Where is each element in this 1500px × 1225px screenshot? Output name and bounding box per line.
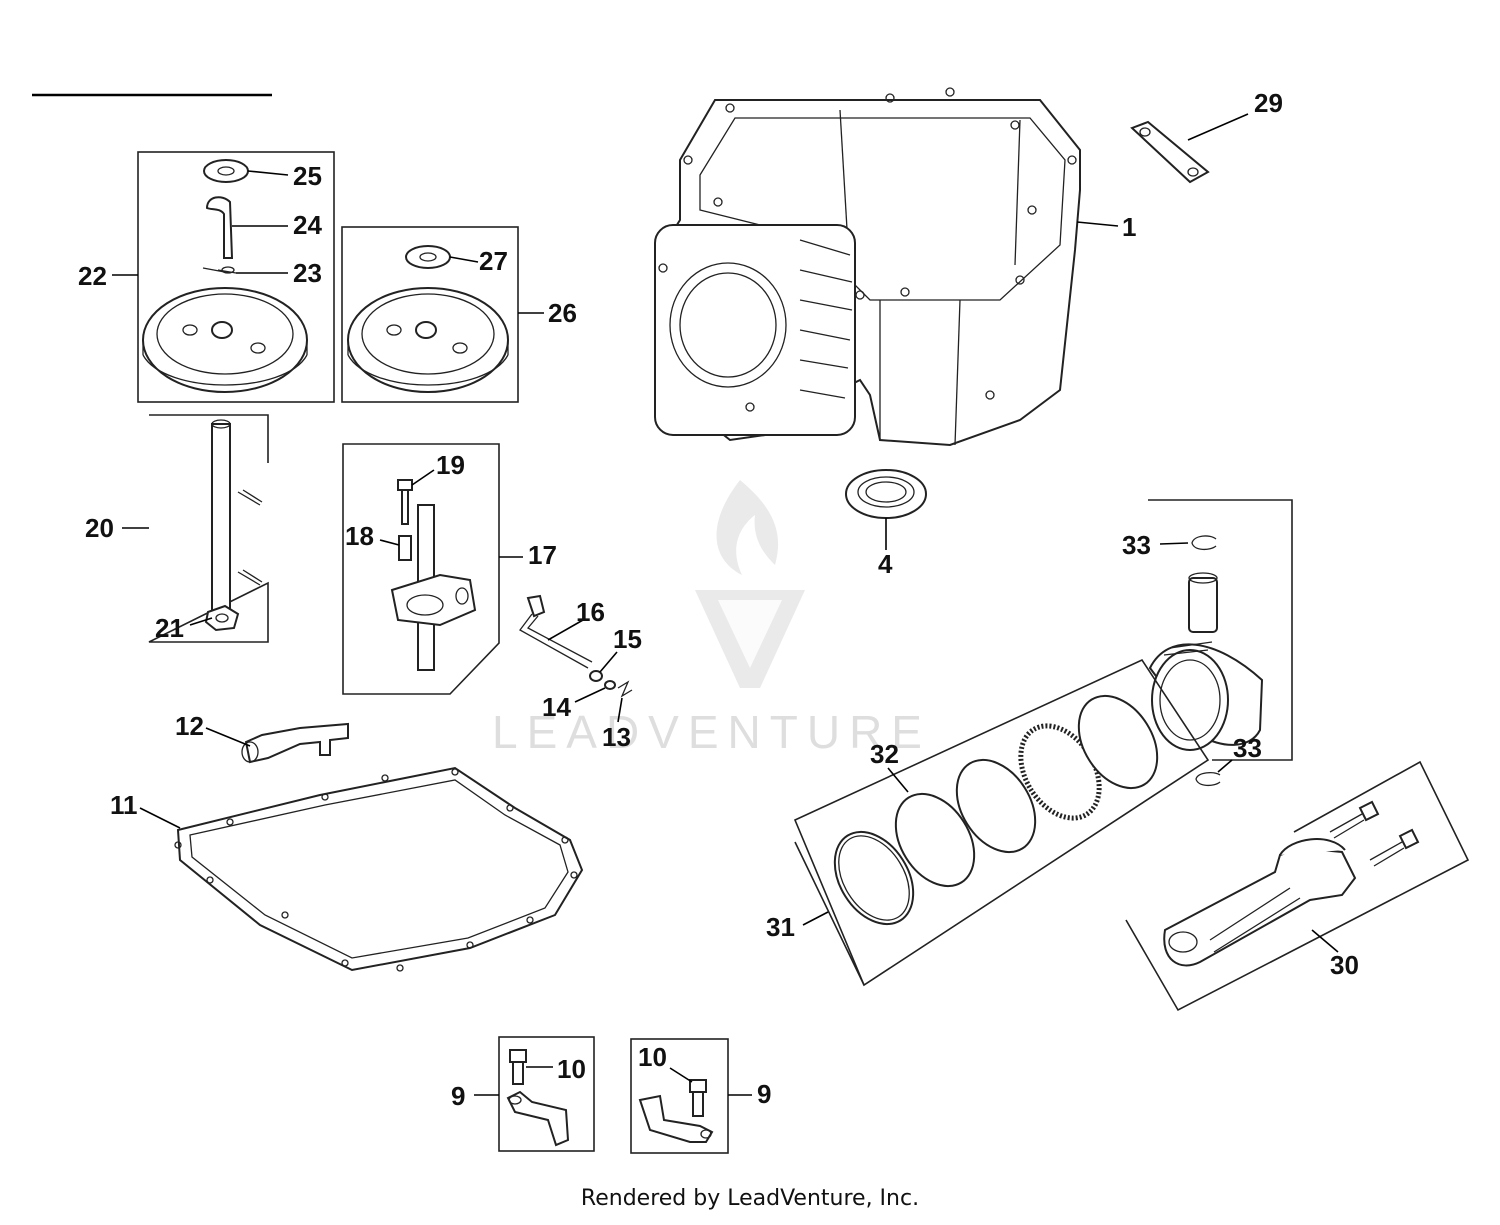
piston-part: [1148, 641, 1264, 751]
assembly-box-17: [342, 443, 500, 695]
leader-14: [574, 687, 606, 703]
callout-16: 16: [576, 597, 605, 627]
washer-27-part: [405, 245, 451, 269]
callout-4: 4: [878, 549, 893, 579]
callout-24: 24: [293, 210, 322, 240]
gasket-11-part: [174, 766, 584, 972]
assembly-box-33: [1148, 499, 1293, 761]
bracket-29-part: [1130, 120, 1210, 184]
callout-17: 17: [528, 540, 557, 570]
callout-30: 30: [1330, 950, 1359, 980]
oil-dipper-9-left-part: [506, 1090, 570, 1147]
callout-20: 20: [85, 513, 114, 543]
callout-12: 12: [175, 711, 204, 741]
callout-9-right: 9: [757, 1079, 771, 1109]
bolt-19-part: [397, 479, 413, 525]
callout-19: 19: [436, 450, 465, 480]
piston-ring-32c-part: [1077, 694, 1159, 790]
leader-12: [205, 727, 251, 747]
callout-21: 21: [155, 613, 184, 643]
piston-ring-32a-part: [894, 792, 976, 888]
circlip-33-top-part: [1191, 535, 1217, 551]
leader-25: [247, 170, 289, 176]
piston-pin-part: [1188, 572, 1218, 633]
oil-dipper-9-right-part: [638, 1094, 714, 1143]
bolt-10-right-part: [689, 1079, 707, 1117]
connecting-rod-30-part: [1163, 838, 1357, 967]
rod-bolt-b-part: [1369, 828, 1420, 867]
crankcase-part: [653, 87, 1081, 447]
assembly-box-22: [137, 151, 335, 403]
callout-13: 13: [602, 722, 631, 752]
callout-32: 32: [870, 739, 899, 769]
callout-labels: 1 4 9 9 10 10 11 12 13 14 15 16 17 18 19…: [78, 88, 1359, 1111]
rod-bolt-a-part: [1329, 800, 1380, 839]
assembly-box-30: [1125, 760, 1470, 1012]
leader-27: [449, 256, 479, 263]
callout-33-top: 33: [1122, 530, 1151, 560]
oil-pump-17-part: [390, 504, 477, 671]
callout-10-left: 10: [557, 1054, 586, 1084]
governor-arm-24-part: [205, 196, 234, 259]
leader-33-bottom: [1217, 759, 1233, 773]
callout-25: 25: [293, 161, 322, 191]
leader-11: [139, 807, 181, 829]
callout-27: 27: [479, 246, 508, 276]
leader-31: [802, 911, 829, 926]
callout-23: 23: [293, 258, 322, 288]
callout-18: 18: [345, 521, 374, 551]
assembly-box-32: [793, 658, 1210, 987]
piston-ring-31-part: [833, 830, 915, 926]
leader-18: [379, 539, 400, 546]
dipstick-tube-16-part: [519, 594, 593, 669]
callout-22: 22: [78, 261, 107, 291]
clip-13-part: [617, 680, 633, 698]
governor-gear-22-part: [142, 287, 308, 393]
callout-31: 31: [766, 912, 795, 942]
washer-15-part: [589, 670, 603, 682]
leader-32: [887, 767, 909, 793]
assembly-box-26: [341, 226, 519, 403]
leader-10-right: [669, 1067, 693, 1083]
leader-30: [1311, 929, 1339, 953]
assembly-box-9-left: [498, 1036, 595, 1152]
oil-seal-part: [845, 469, 927, 519]
callout-14: 14: [542, 692, 571, 722]
leader-33-top: [1159, 542, 1189, 545]
watermark-text: LEADVENTURE: [492, 706, 931, 758]
callout-10-right: 10: [638, 1042, 667, 1072]
render-credit: Rendered by LeadVenture, Inc.: [580, 1186, 920, 1211]
piston-ring-32b-part: [955, 758, 1037, 854]
leader-29: [1187, 113, 1249, 141]
washer-25-part: [203, 159, 249, 183]
callout-11: 11: [110, 790, 138, 820]
callout-15: 15: [613, 624, 642, 654]
callout-9-left: 9: [451, 1081, 465, 1111]
callout-29: 29: [1254, 88, 1283, 118]
watermark-logo: [695, 480, 805, 688]
assembly-box-9-right: [630, 1038, 729, 1154]
clip-23-part: [202, 266, 237, 274]
assembly-box-31: [794, 841, 865, 986]
pin-18-part: [398, 535, 412, 561]
leader-13: [617, 697, 623, 723]
governor-shaft-20-part: [211, 419, 263, 621]
washer-14-part: [604, 680, 616, 690]
governor-gear-26-part: [347, 287, 509, 393]
callout-33-bottom: 33: [1233, 733, 1262, 763]
circlip-33-bottom-part: [1195, 772, 1221, 787]
leader-19: [411, 469, 435, 486]
nut-21-part: [204, 604, 240, 632]
leader-16: [547, 619, 584, 641]
leader-15: [599, 651, 618, 673]
leader-21: [189, 617, 213, 626]
callout-1: 1: [1122, 212, 1136, 242]
assembly-box-20: [148, 414, 269, 643]
callout-26: 26: [548, 298, 577, 328]
breather-tube-12-part: [241, 722, 349, 764]
bolt-10-left-part: [509, 1049, 527, 1085]
leader-1: [1076, 221, 1119, 227]
